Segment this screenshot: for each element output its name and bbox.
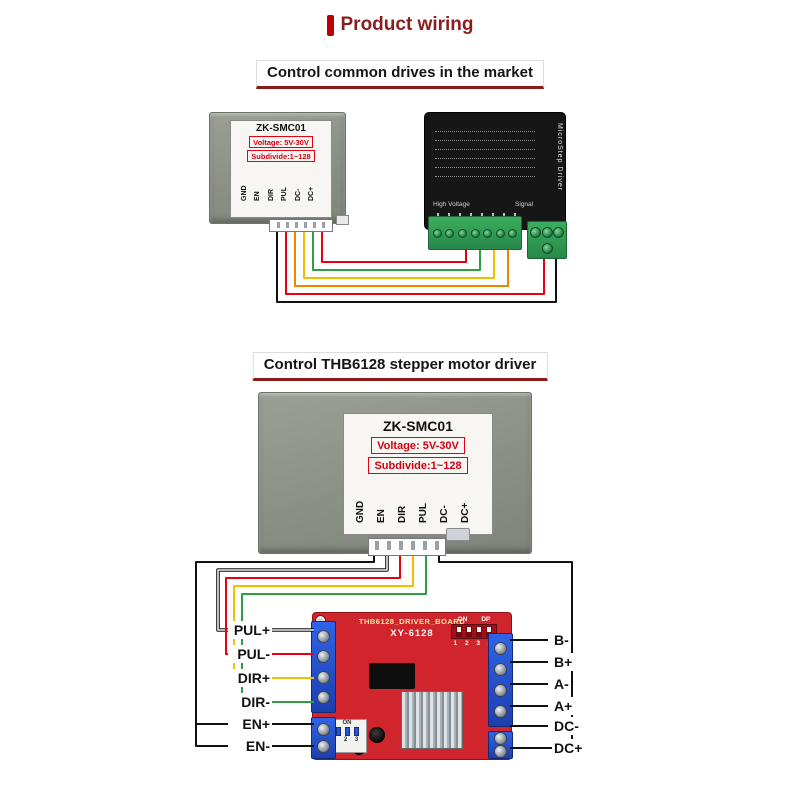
controller-device-large: ZK-SMC01 Voltage: 5V-30V Subdivide:1~128… [258, 392, 532, 554]
wire-label-dc-minus: DC- [552, 717, 581, 735]
terminal-block-enable-left [311, 717, 336, 759]
controller-connector-small [269, 219, 333, 232]
page-header: Product wiring [0, 14, 800, 36]
wire-label-en-plus: EN+ [228, 715, 272, 733]
terminal-block-motor-right [488, 633, 513, 727]
controller-subdivide: Subdivide:1~128 [247, 150, 315, 162]
driver-high-voltage-label: High Voltage [433, 201, 470, 208]
pin-label-dc-minus: DC- [294, 188, 302, 201]
dip-numbers: 1 2 3 [332, 737, 362, 743]
wire-label-b-plus: B+ [552, 653, 575, 671]
wire-label-dir-plus: DIR+ [228, 669, 272, 687]
controller-voltage: Voltage: 5V-30V [371, 437, 465, 454]
pin-label-dc-minus: DC- [439, 505, 450, 523]
wire-label-en-minus: EN- [228, 737, 272, 755]
controller-pin-labels: GND EN DIR PUL DC- DC+ [355, 477, 481, 523]
pin-label-dir: DIR [397, 505, 408, 523]
usb-port-small [336, 215, 349, 225]
wire-label-a-minus: A- [552, 675, 571, 693]
driver-side-label: MicroStep Driver [556, 123, 563, 192]
controller-label-large: ZK-SMC01 Voltage: 5V-30V Subdivide:1~128… [343, 413, 493, 535]
heatsink [401, 691, 463, 749]
controller-connector-large [368, 538, 446, 556]
wire-label-dir-minus: DIR- [228, 693, 272, 711]
controller-model: ZK-SMC01 [382, 418, 453, 434]
controller-device-small: ZK-SMC01 Voltage: 5V-30V Subdivide:1~128… [209, 112, 346, 224]
page-title: Product wiring [340, 14, 474, 35]
pin-label-en: EN [376, 509, 387, 523]
pin-label-en: EN [254, 191, 261, 201]
capacitor [369, 727, 385, 743]
controller-label-small: ZK-SMC01 Voltage: 5V-30V Subdivide:1~128… [230, 120, 332, 218]
pin-label-gnd: GND [355, 500, 366, 523]
pin-label-gnd: GND [240, 185, 248, 201]
dip-on-label: ON [342, 720, 352, 726]
dip-switch-body [335, 727, 359, 736]
section2-title: Control THB6128 stepper motor driver [252, 352, 548, 381]
wire-label-dc-plus: DC+ [552, 739, 585, 757]
terminal-block-signal-left [311, 621, 336, 713]
section1-title: Control common drives in the market [256, 60, 544, 89]
pin-label-dc-plus: DC+ [460, 502, 471, 523]
controller-subdivide: Subdivide:1~128 [368, 457, 468, 474]
pin-label-dc-plus: DC+ [308, 186, 315, 201]
header-accent-bar-icon [326, 14, 334, 36]
controller-pin-labels: GND EN DIR PUL DC- DC+ [241, 165, 322, 201]
pin-label-dir: DIR [267, 188, 275, 201]
wire-label-pul-plus: PUL+ [228, 621, 272, 639]
wire-label-pul-minus: PUL- [228, 645, 272, 663]
controller-voltage: Voltage: 5V-30V [249, 136, 313, 148]
driver-signal-label: Signal [515, 201, 534, 208]
terminal-block-power-right [488, 731, 513, 759]
driver-power-terminal-block [527, 221, 567, 259]
pin-label-pul: PUL [281, 187, 288, 201]
dip-dp-label: DP [481, 616, 491, 623]
usb-port-large [446, 528, 470, 541]
wire-label-b-minus: B- [552, 631, 571, 649]
thb6128-driver-board: THB6128_DRIVER_BOARD XY-6128 ON DP 1 2 3… [311, 612, 513, 760]
driver-dip-table [435, 123, 535, 177]
pin-label-pul: PUL [418, 503, 429, 523]
controller-model: ZK-SMC01 [255, 123, 306, 134]
driver-chip [369, 663, 415, 689]
wire-label-a-plus: A+ [552, 697, 575, 715]
stepper-driver: MicroStep Driver High Voltage Signal [424, 112, 566, 230]
dip-on-label: ON [457, 616, 468, 623]
driver-signal-terminal-block [428, 216, 522, 250]
